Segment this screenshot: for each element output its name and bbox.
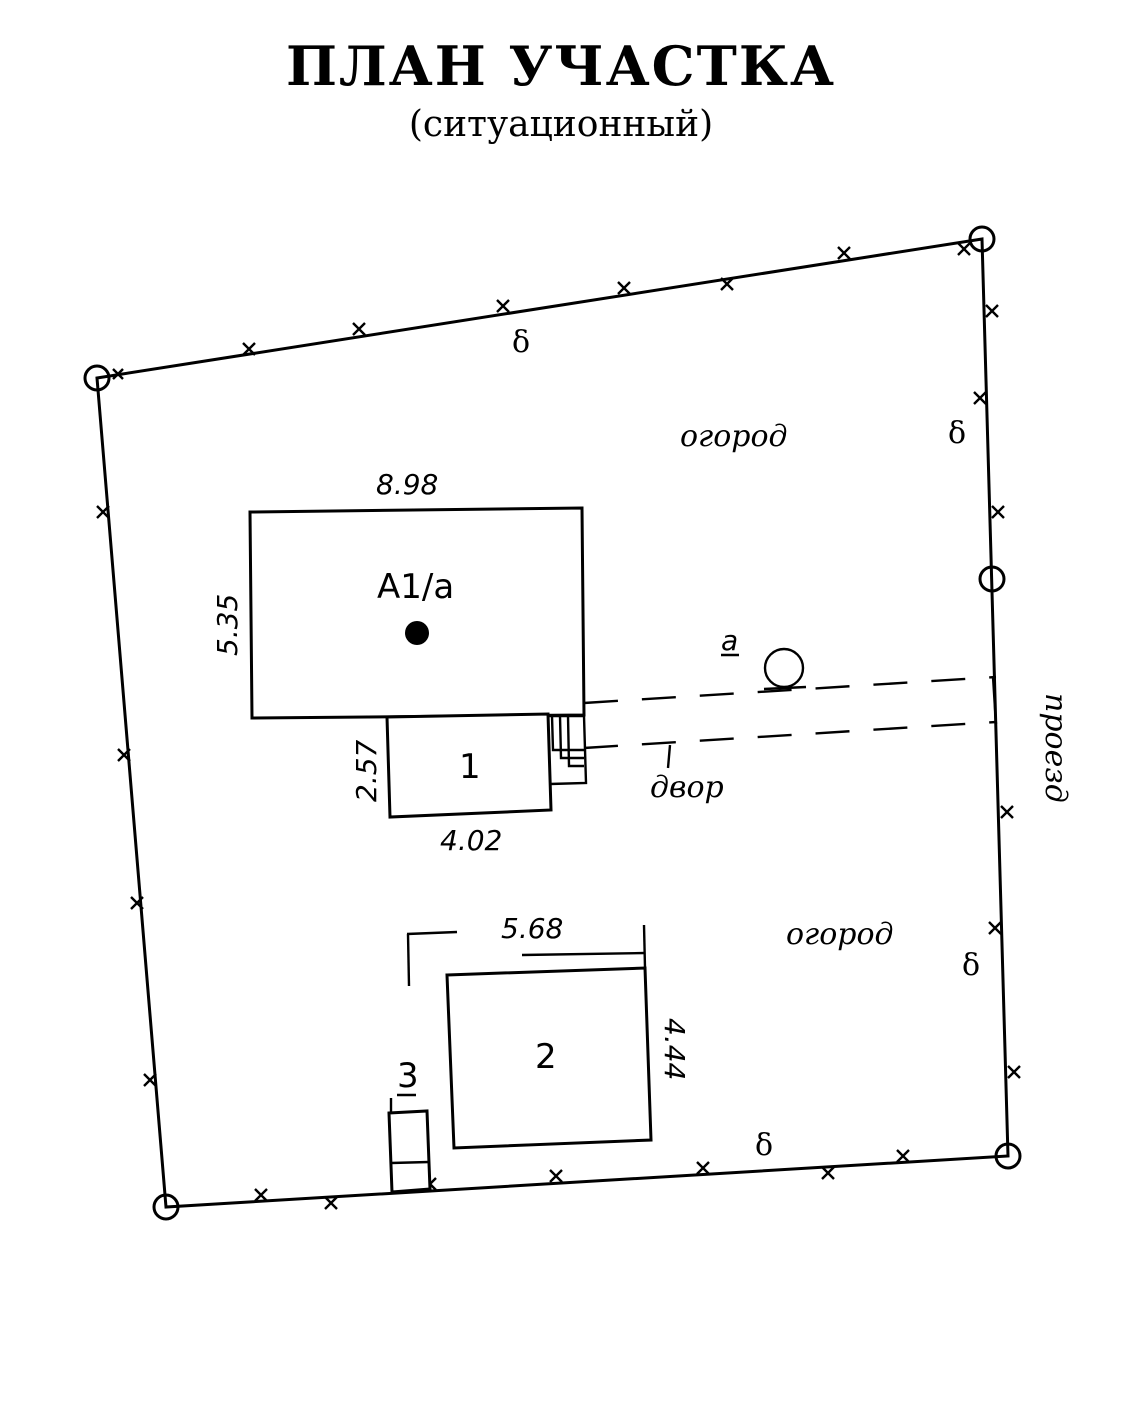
fence-symbol-bottom: δ	[755, 1128, 773, 1163]
fence-cross-marks	[96, 242, 1021, 1210]
main-building-depth: 5.35	[211, 594, 244, 656]
building-2	[445, 966, 653, 1150]
page-subtitle: (ситуационный)	[408, 104, 714, 145]
well-marker	[763, 647, 807, 691]
main-building-width: 8.98	[376, 468, 438, 501]
annex-1-width: 4.02	[440, 824, 502, 857]
building-2-depth: 4.44	[658, 1018, 691, 1080]
structure-3-label: 3	[397, 1056, 419, 1096]
page-title: ПЛАН УЧАСТКА	[286, 34, 836, 98]
main-building-dot	[405, 621, 429, 645]
annex-1	[385, 712, 553, 819]
driveway-path	[583, 675, 998, 769]
zone-garden-bottom: огород	[786, 917, 894, 952]
porch-steps	[548, 714, 588, 786]
corner-marker-se	[994, 1142, 1022, 1170]
corner-markers	[83, 225, 1022, 1221]
building-2-label: 2	[535, 1037, 557, 1077]
well-circle	[763, 647, 805, 689]
zone-garden-top: огород	[680, 419, 788, 454]
plot-boundary	[95, 237, 1010, 1209]
corner-marker-ne	[968, 225, 996, 253]
building-2-dimension-lines	[406, 924, 647, 987]
annex-1-depth: 2.57	[350, 739, 383, 802]
main-building	[248, 506, 586, 720]
zone-driveway: проезд	[1038, 693, 1073, 803]
building-2-width: 5.68	[501, 912, 563, 945]
fence-symbol-right-lower: δ	[962, 948, 980, 983]
fence-symbol-right-upper: δ	[948, 416, 966, 451]
structure-3	[387, 1109, 432, 1194]
annex-1-label: 1	[459, 747, 481, 787]
main-building-label: А1/а	[377, 567, 454, 607]
marker-a: а	[721, 624, 738, 657]
fence-symbol-top: δ	[512, 325, 530, 360]
corner-marker-sw	[152, 1193, 180, 1221]
boundary-point-east	[978, 565, 1006, 593]
corner-marker-nw	[83, 364, 111, 392]
zone-yard: двор	[650, 770, 724, 805]
